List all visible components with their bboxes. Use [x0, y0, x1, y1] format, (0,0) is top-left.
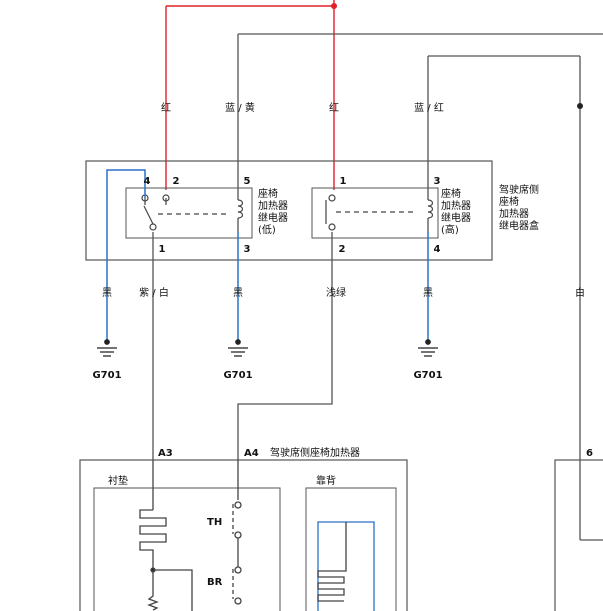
svg-text:驾驶席侧: 驾驶席侧	[499, 183, 539, 196]
backrest-heating-element	[317, 521, 375, 611]
svg-text:继电器盒: 继电器盒	[499, 219, 539, 232]
heater-pin-a3: A3	[158, 448, 173, 459]
ground-label-1: G701	[92, 370, 121, 381]
blue-ground-wires	[106, 169, 429, 340]
svg-text:继电器: 继电器	[441, 211, 471, 224]
wire-label-blue-red: 蓝 / 红	[414, 101, 444, 114]
wire-label-white: 白	[575, 286, 585, 299]
relay-low-body	[125, 187, 253, 239]
relay-low-pin-5: 5	[244, 176, 251, 187]
thermostat-th-label: TH	[207, 517, 222, 528]
white-wire-junction	[577, 103, 583, 109]
relay-low-label: 座椅 加热器 继电器 (低)	[258, 187, 288, 236]
wire-label-black-1: 黑	[102, 287, 112, 299]
cushion-label: 衬垫	[108, 474, 128, 487]
svg-text:(低): (低)	[258, 223, 276, 236]
wire-label-black-3: 黑	[423, 287, 433, 299]
backrest-label: 靠背	[316, 474, 336, 487]
relay-high-switch	[325, 194, 414, 231]
right-component-outline	[554, 459, 603, 611]
relay-high-coil	[427, 190, 434, 232]
signal-wires	[152, 33, 603, 541]
relay-high-pin-2: 2	[339, 244, 346, 255]
wire-label-blue-yellow: 蓝 / 黄	[225, 101, 255, 114]
ground-label-2: G701	[223, 370, 252, 381]
relay-high-pin-3: 3	[434, 176, 441, 187]
ground-label-3: G701	[413, 370, 442, 381]
cushion-heating-element	[139, 460, 193, 611]
red-power-wires	[165, 0, 335, 190]
svg-text:加热器: 加热器	[441, 199, 471, 212]
wire-label-purple-white: 紫 / 白	[139, 286, 169, 299]
ground-symbol-3	[418, 339, 438, 357]
wire-label-red-2: 红	[329, 101, 339, 114]
wire-label-light-green: 浅绿	[326, 286, 346, 299]
heater-title: 驾驶席侧座椅加热器	[270, 446, 360, 459]
thermostat-br-label: BR	[207, 577, 223, 588]
red-wire-junction	[331, 3, 337, 9]
svg-text:座椅: 座椅	[258, 187, 278, 200]
relay-low-pin-1: 1	[159, 244, 166, 255]
relay-low-switch	[141, 194, 228, 231]
relay-low-pin-2: 2	[173, 176, 180, 187]
relay-box-title: 驾驶席侧 座椅 加热器 继电器盒	[499, 183, 539, 232]
wire-label-black-2: 黑	[233, 287, 243, 299]
relay-high-label: 座椅 加热器 继电器 (高)	[441, 187, 471, 236]
heater-pin-a4: A4	[244, 448, 259, 459]
cushion-box	[93, 487, 281, 611]
thermostat-switches	[232, 460, 242, 605]
relay-high-body	[311, 187, 439, 239]
wire-label-red-1: 红	[161, 101, 171, 114]
svg-text:座椅: 座椅	[499, 195, 519, 208]
svg-text:加热器: 加热器	[258, 199, 288, 212]
ground-symbol-2	[228, 339, 248, 357]
relay-low-pin-4: 4	[144, 176, 151, 187]
relay-low-pin-3: 3	[244, 244, 251, 255]
relay-high-pin-1: 1	[340, 176, 347, 187]
svg-text:座椅: 座椅	[441, 187, 461, 200]
backrest-box	[305, 487, 397, 611]
svg-text:继电器: 继电器	[258, 211, 288, 224]
right-connector-pin: 6	[586, 448, 593, 459]
relay-high-pin-4: 4	[434, 244, 441, 255]
relay-low-coil	[237, 190, 244, 232]
ground-symbol-1	[97, 339, 117, 357]
svg-text:(高): (高)	[441, 223, 459, 236]
relay-box-outline	[85, 160, 493, 261]
svg-text:加热器: 加热器	[499, 207, 529, 220]
heater-outline	[79, 459, 408, 611]
